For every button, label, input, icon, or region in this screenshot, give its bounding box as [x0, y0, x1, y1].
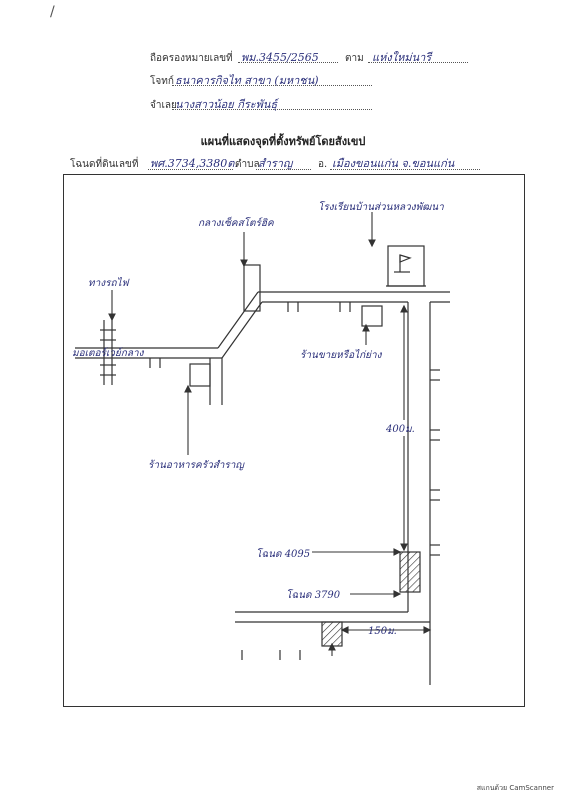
rubber-shop-label: กลางเซ็คสโตร์ฮิค: [198, 216, 275, 229]
plot-4095-label: โฉนด 4095: [256, 548, 310, 560]
deed-label: โฉนดที่ดินเลขที่: [70, 159, 139, 170]
chicken-shop-label: ร้านขายหรือไก่ย่าง: [300, 349, 383, 361]
railway-label: ทางรถไฟ: [88, 277, 131, 289]
chicken-shop-building: [361, 305, 383, 327]
district-label: อ.: [318, 159, 328, 170]
defendant-label: จำเลย: [150, 100, 177, 111]
plot-4095: [399, 551, 421, 593]
subdistrict-line: [256, 169, 311, 170]
map-frame: [63, 174, 525, 707]
rubber-shop-building: [243, 264, 261, 312]
plaintiff-line: [172, 85, 372, 86]
corner-mark: /: [50, 4, 55, 20]
plot-3790: [321, 621, 343, 647]
case-number-label: ถือครองหมายเลขที่: [150, 53, 233, 64]
distance-150-label: 150ม.: [368, 626, 397, 637]
district-line: [330, 169, 480, 170]
scanner-footer: สแกนด้วย CamScanner: [476, 784, 554, 792]
school-label: โรงเรียนบ้านส่วนหลวงพัฒนา: [318, 201, 444, 213]
defendant-line: [172, 109, 372, 110]
left-road-label: มอเตอร์เวย์กลาง: [72, 347, 145, 359]
railway-track: [100, 320, 116, 385]
subdistrict-label: ตำบล: [235, 159, 260, 170]
defendant-value: นางสาวน้อย กีระพันธุ์: [175, 98, 278, 111]
food-shop-label: ร้านอาหารครัวสำราญ: [148, 459, 245, 471]
court-value: แห่งใหม่นารี: [372, 51, 432, 64]
court-label: ตาม: [345, 53, 364, 64]
pointer-arrows: [108, 212, 432, 656]
case-number-line: [238, 62, 338, 63]
plaintiff-value: ธนาคารกิจไท สาขา (มหาชน): [175, 74, 319, 87]
plaintiff-label: โจทก์: [150, 76, 174, 87]
deed-line: [148, 169, 233, 170]
deed-value: พศ.3734,3380ต.: [150, 157, 238, 170]
plot-3790-label: โฉนด 3790: [286, 589, 341, 601]
subdistrict-value: สำราญ: [258, 157, 293, 170]
road-side-ticks: [149, 302, 440, 660]
food-shop-building: [189, 363, 211, 387]
distance-400-label: 400ม.: [385, 424, 415, 435]
district-value: เมืองขอนแก่น จ.ขอนแก่น: [332, 157, 455, 170]
court-line: [368, 62, 468, 63]
school-building: [386, 245, 426, 287]
case-number-value: พม.3455/2565: [241, 51, 319, 64]
map-title: แผนที่แสดงจุดที่ตั้งทรัพย์โดยสังเขป: [200, 135, 366, 148]
